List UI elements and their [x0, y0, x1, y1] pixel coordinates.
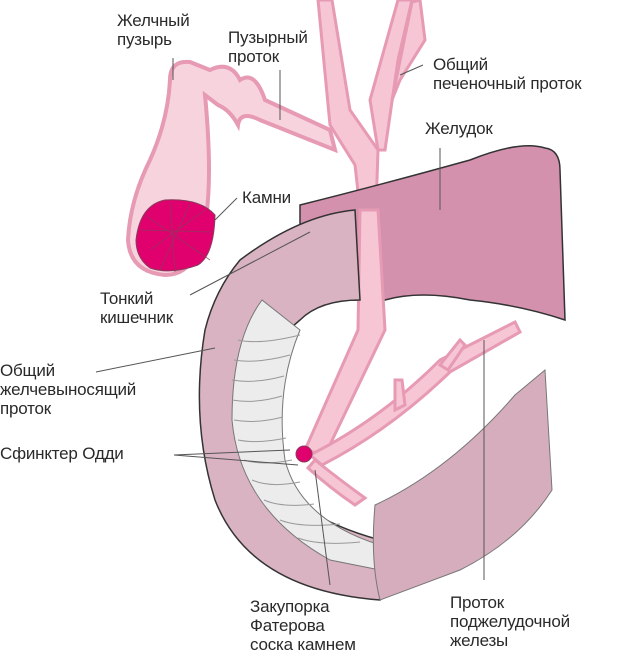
label-pancreatic-duct: Проток поджелудочной железы — [450, 593, 570, 650]
label-sphincter-of-oddi: Сфинктер Одди — [0, 444, 124, 463]
label-papilla-blockage: Закупорка Фатерова соска камнем — [250, 597, 356, 654]
label-small-intestine: Тонкий кишечник — [100, 289, 174, 327]
pancreatic-duct — [305, 319, 522, 507]
label-common-bile-duct: Общий желчевыносящий проток — [0, 361, 137, 418]
gallbladder — [125, 59, 338, 278]
pancreas — [372, 368, 553, 601]
label-cystic-duct: Пузырный проток — [228, 28, 308, 66]
leader-lines — [95, 58, 485, 586]
label-stones: Камни — [242, 188, 291, 207]
papilla-stone — [295, 445, 313, 463]
small-intestine — [198, 209, 381, 601]
label-gallbladder: Желчный пузырь — [117, 11, 190, 49]
label-common-hepatic-duct: Общий печеночный проток — [433, 55, 582, 93]
label-stomach: Желудок — [425, 119, 493, 138]
